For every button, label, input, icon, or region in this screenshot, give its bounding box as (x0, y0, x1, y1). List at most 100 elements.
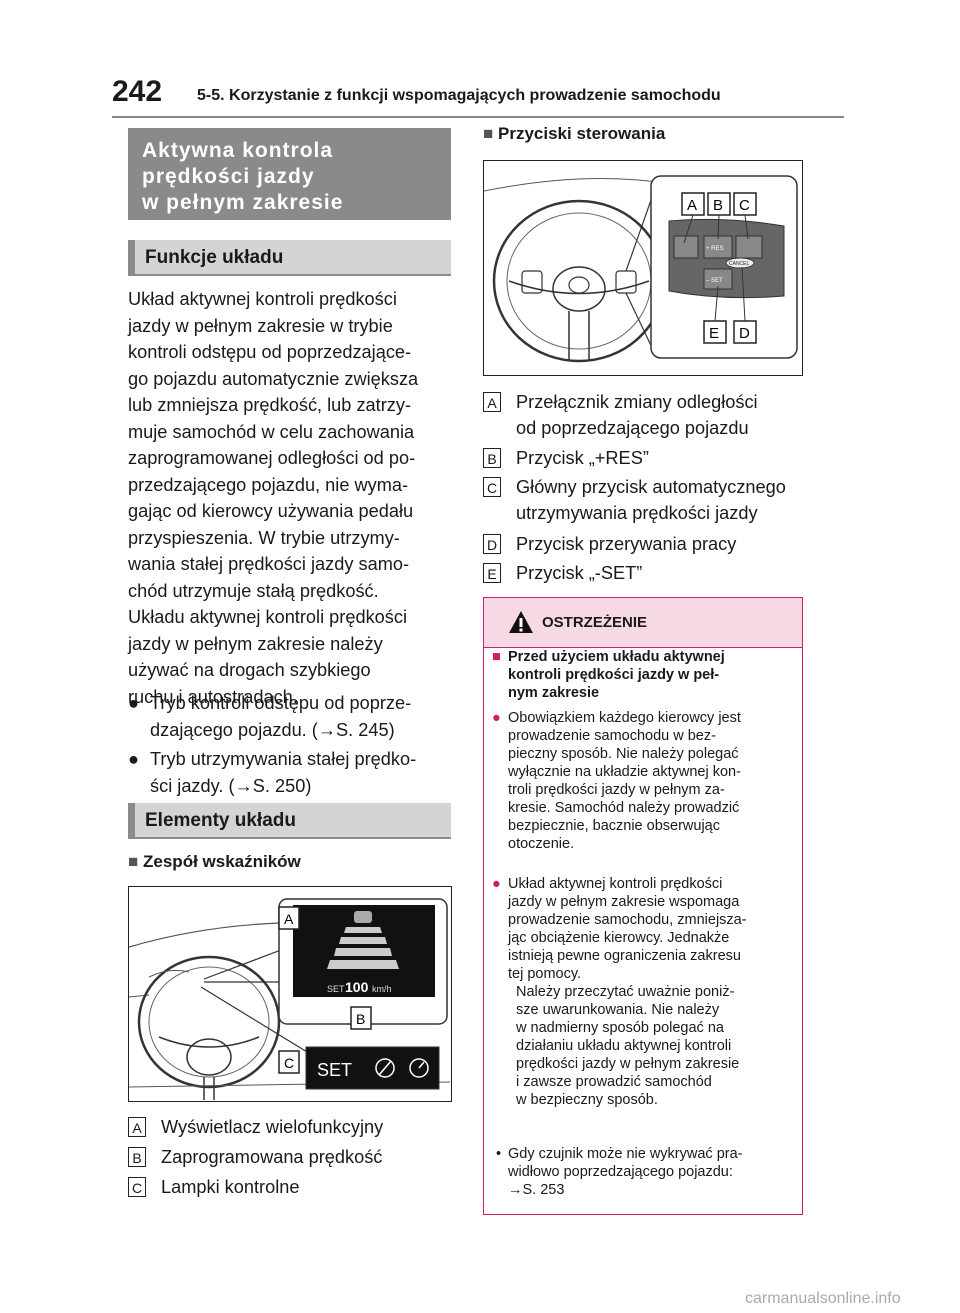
paragraph-usage: Układu aktywnej kontroli prędkości jazdy… (128, 604, 458, 710)
figure-instrument-cluster: SET 100 km/h SET A B C (128, 886, 452, 1102)
watermark: carmanualsonline.info (745, 1290, 901, 1307)
subheading-przyciski: ■ Przyciski sterowania (483, 124, 665, 144)
warning-item1-line: Obowiązkiem każdego kierowcy jest (508, 710, 741, 726)
legend-item: E Przycisk „-SET” (483, 560, 813, 589)
warning-item2-line: prędkości jazdy w pełnym zakresie (516, 1056, 740, 1072)
legend-key: A (483, 392, 501, 412)
warning-item1-line: troli prędkości jazdy w pełnym za- (508, 782, 725, 798)
para1-line: przyspieszenia. W trybie utrzymy- (128, 527, 400, 548)
legend-item: B Zaprogramowana prędkość (128, 1144, 458, 1174)
para2-line: ruchu i autostradach. (128, 686, 298, 707)
para2-line: jazdy w pełnym zakresie należy (128, 633, 383, 654)
przyciski-heading-text: Przyciski sterowania (498, 124, 666, 143)
legend-key: C (128, 1177, 146, 1197)
warning-note-line: Gdy czujnik może nie wykrywać pra- (508, 1146, 743, 1162)
square-bullet-icon: ■ (492, 649, 501, 665)
warning-item1-line: kresie. Samochód należy prowadzić (508, 800, 740, 816)
warning-item2-line: jąc obciążenie kierowcy. Jednakże (508, 930, 730, 946)
legend-key: B (483, 448, 501, 468)
bullet-dot-icon: ● (492, 876, 501, 892)
warning-heading: ■ Przed użyciem układu aktywnej kontroli… (492, 648, 792, 702)
section-elementy-title: Elementy układu (128, 803, 451, 839)
legend-item: A Przełącznik zmiany odległości od poprz… (483, 389, 813, 445)
para1-line: wania stałej prędkości jazdy samo- (128, 554, 410, 574)
bullet-item-constant-speed: ● Tryb utrzymywania stałej prędko- ści j… (128, 746, 458, 799)
display-speed-text: 100 (345, 979, 369, 995)
para2-line: Układu aktywnej kontroli prędkości (128, 607, 408, 627)
fig1-label-a: A (284, 911, 294, 927)
para1-line: muje samochód w celu zachowania (128, 421, 415, 442)
main-title-line-3: w pełnym zakresie (142, 191, 344, 214)
fig1-label-c: C (284, 1055, 294, 1071)
square-bullet-icon: ■ (128, 852, 139, 871)
warning-item2-line: jazdy w pełnym zakresie wspomaga (508, 894, 740, 910)
section-funkcje-title: Funkcje układu (128, 240, 451, 276)
subheading-zespol: ■ Zespół wskaźników (128, 852, 301, 872)
warning-title-bar: OSTRZEŻENIE (484, 598, 802, 648)
legend-text: Przycisk „-SET” (516, 563, 643, 583)
warning-item2-line: działaniu układu aktywnej kontroli (516, 1038, 732, 1054)
indicator-set-text: SET (317, 1060, 352, 1080)
note-bullet-icon: • (496, 1146, 502, 1162)
section-main-title: Aktywna kontrola prędkości jazdy w pełny… (128, 128, 451, 220)
bullet-dot-icon: ● (128, 693, 139, 713)
legend-text: Główny przycisk automatycznego (516, 477, 786, 497)
btn-res-text: + RES (706, 246, 724, 252)
fig2-label-b: B (713, 197, 723, 214)
bullet-item-distance-mode: ● Tryb kontroli odstępu od poprze- dzają… (128, 690, 458, 743)
main-title-line-1: Aktywna kontrola (142, 139, 334, 162)
para1-line: chód utrzymuje stałą prędkość. (128, 580, 379, 601)
legend-text: od poprzedzającego pojazdu (516, 418, 749, 438)
para1-line: kontroli odstępu od poprzedzające- (128, 342, 412, 362)
warning-item2-line: tej pomocy. (508, 966, 582, 982)
fig1-label-b: B (356, 1011, 365, 1027)
warning-note-line: widłowo poprzedzającego pojazdu: (508, 1164, 733, 1180)
para2-line: używać na drogach szybkiego (128, 660, 371, 680)
warning-heading-line: nym zakresie (508, 685, 600, 701)
instrument-cluster-illustration: SET 100 km/h SET A B C (128, 898, 451, 1100)
para1-line: lub zmniejsza prędkość, lub zatrzy- (128, 395, 412, 415)
legend-item: A Wyświetlacz wielofunkcyjny (128, 1114, 458, 1144)
page-number: 242 (112, 75, 163, 108)
warning-item2-line: w bezpieczny sposób. (516, 1092, 658, 1108)
bullet-dot-icon: ● (492, 710, 501, 726)
legend-text: Lampki kontrolne (161, 1177, 300, 1197)
warning-item1-line: otoczenie. (508, 836, 575, 852)
speedometer-icon (409, 1058, 429, 1078)
figure-steering-buttons: + RES CANCEL – SET A B C E D (483, 160, 803, 376)
legend-cluster: A Wyświetlacz wielofunkcyjny B Zaprogram… (128, 1114, 458, 1204)
warning-item-1: ● Obowiązkiem każdego kierowcy jest prow… (492, 709, 800, 853)
chapter-title: 5-5. Korzystanie z funkcji wspomagającyc… (197, 87, 721, 104)
bullet1-line: dzającego pojazdu. (→S. 245) (150, 719, 395, 740)
bullet2-line: Tryb utrzymywania stałej prędko- (150, 749, 417, 769)
legend-key: E (483, 563, 501, 583)
warning-item2-line: sze uwarunkowania. Nie należy (516, 1002, 720, 1018)
fig2-label-a: A (687, 197, 697, 214)
paragraph-description: Układ aktywnej kontroli prędkości jazdy … (128, 286, 458, 604)
warning-item2-line: prowadzenie samochodu, zmniejsza- (508, 912, 747, 928)
warning-note-line: →S. 253 (508, 1182, 565, 1198)
warning-triangle-icon (509, 611, 533, 633)
warning-item1-line: pieczny sposób. Nie należy polegać (508, 746, 739, 762)
warning-heading-line: kontroli prędkości jazdy w peł- (508, 667, 720, 683)
para1-line: przedzającego pojazdu, nie wyma- (128, 474, 409, 495)
legend-text: utrzymywania prędkości jazdy (516, 503, 758, 523)
para1-line: jazdy w pełnym zakresie w trybie (128, 315, 393, 336)
warning-item2-line: w nadmierny sposób polegać na (516, 1020, 724, 1036)
legend-item: C Główny przycisk automatycznego utrzymy… (483, 474, 813, 531)
steering-buttons-illustration: + RES CANCEL – SET A B C E D (483, 175, 798, 363)
warning-note: • Gdy czujnik może nie wykrywać pra- wid… (492, 1145, 800, 1199)
warning-item1-line: bezpiecznie, bacznie obserwując (508, 818, 720, 834)
warning-item2-line: Należy przeczytać uważnie poniż- (516, 984, 735, 1000)
legend-key: B (128, 1147, 146, 1167)
warning-box: OSTRZEŻENIE ■ Przed użyciem układu aktyw… (483, 597, 803, 1215)
radar-cruise-icon (375, 1058, 395, 1078)
legend-buttons: A Przełącznik zmiany odległości od poprz… (483, 389, 813, 589)
square-bullet-icon: ■ (483, 124, 494, 143)
warning-item2-line: istnieją pewne ograniczenia zakresu (508, 948, 741, 964)
para1-line: gając od kierowcy używania pedału (128, 501, 414, 521)
legend-item: C Lampki kontrolne (128, 1174, 458, 1204)
legend-key: D (483, 534, 501, 554)
para1-line: zaprogramowanej odległości od po- (128, 448, 416, 468)
legend-item: D Przycisk przerywania pracy (483, 531, 813, 560)
